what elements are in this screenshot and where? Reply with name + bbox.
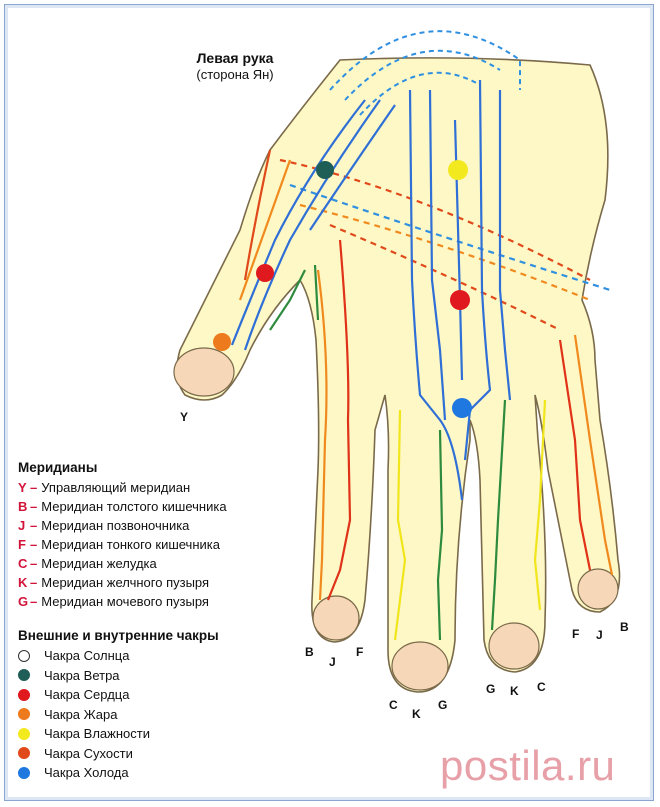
chakra-row: Чакра Ветра bbox=[18, 666, 219, 686]
chakra-swatch bbox=[18, 708, 30, 721]
chakra-heart-dot-palm bbox=[450, 290, 470, 310]
hand-outline bbox=[176, 57, 621, 693]
chakra-legend: Внешние и внутренние чакры Чакра Солнца … bbox=[18, 628, 219, 783]
meridian-code: F bbox=[18, 537, 26, 552]
chakra-name: Чакра Жара bbox=[44, 706, 118, 722]
meridian-row: F–Меридиан тонкого кишечника bbox=[18, 537, 220, 552]
meridian-code: J bbox=[18, 518, 26, 533]
chakra-swatch bbox=[18, 727, 30, 740]
chakra-row: Чакра Жара bbox=[18, 705, 219, 725]
meridian-legend: Меридианы Y–Управляющий меридиан B–Мерид… bbox=[18, 460, 227, 611]
nail-index bbox=[312, 595, 360, 641]
nail-middle bbox=[391, 641, 449, 691]
meridian-code: B bbox=[18, 499, 28, 514]
wrist-arcs bbox=[329, 30, 521, 116]
meridian-code: C bbox=[18, 556, 28, 571]
meridian-lines-warm bbox=[238, 149, 614, 601]
meridian-row: J–Меридиан позвоночника bbox=[18, 518, 190, 533]
chakra-row: Чакра Солнца bbox=[18, 646, 219, 666]
chakra-name: Чакра Влажности bbox=[44, 726, 150, 741]
chakra-name: Чакра Солнца bbox=[44, 648, 130, 663]
chakra-name: Чакра Ветра bbox=[44, 667, 120, 683]
chakra-cold-dot bbox=[452, 398, 472, 418]
finger-label-index-1: B bbox=[305, 645, 314, 659]
finger-label-ring-3: C bbox=[537, 680, 546, 694]
chakra-name: Чакра Сухости bbox=[44, 745, 133, 761]
meridian-row: C–Меридиан желудка bbox=[18, 556, 157, 571]
meridian-legend-heading: Меридианы bbox=[18, 460, 98, 475]
chakra-row: Чакра Влажности bbox=[18, 724, 219, 744]
chakra-row: Чакра Сердца bbox=[18, 685, 219, 705]
meridian-name: Меридиан мочевого пузыря bbox=[41, 594, 209, 609]
finger-label-middle-1: C bbox=[389, 698, 398, 712]
finger-label-index-3: F bbox=[356, 645, 364, 659]
finger-label-little-2: J bbox=[596, 628, 603, 642]
diagram-title: Левая рука (сторона Ян) bbox=[165, 50, 305, 82]
chakra-swatch bbox=[18, 669, 30, 682]
chakra-wind-dot bbox=[316, 161, 334, 179]
nail-little bbox=[577, 568, 619, 610]
meridian-lines-cool bbox=[269, 264, 547, 641]
chakra-name: Чакра Холода bbox=[44, 765, 129, 780]
finger-label-little-3: B bbox=[620, 620, 629, 634]
watermark: postila.ru bbox=[440, 742, 616, 789]
meridian-name: Меридиан позвоночника bbox=[41, 518, 190, 533]
chakra-name: Чакра Сердца bbox=[44, 687, 130, 702]
finger-label-ring-1: G bbox=[486, 682, 496, 696]
chakra-row: Чакра Холода bbox=[18, 763, 219, 783]
meridian-code: G bbox=[18, 594, 29, 609]
chakra-heart-dot-thumb bbox=[256, 264, 274, 282]
meridian-name: Меридиан желчного пузыря bbox=[41, 575, 210, 590]
nail-ring bbox=[488, 622, 540, 670]
meridian-row: B–Меридиан толстого кишечника bbox=[18, 499, 227, 514]
finger-label-little-1: F bbox=[572, 627, 580, 641]
meridian-name: Управляющий меридиан bbox=[41, 480, 191, 495]
meridian-name: Меридиан желудка bbox=[41, 556, 157, 571]
chakra-swatch bbox=[18, 688, 30, 701]
finger-label-middle-3: G bbox=[438, 698, 448, 712]
chakra-heat-dot bbox=[213, 333, 231, 351]
meridian-lines-blue bbox=[230, 79, 512, 501]
finger-label-ring-2: K bbox=[510, 684, 519, 698]
title-line-1: Левая рука bbox=[196, 50, 274, 66]
chakra-swatch bbox=[18, 649, 30, 662]
title-line-2: (сторона Ян) bbox=[196, 67, 274, 82]
chakra-swatch bbox=[18, 747, 30, 760]
chakra-humidity-dot bbox=[448, 160, 468, 180]
nail-thumb bbox=[173, 347, 235, 397]
chakra-legend-heading: Внешние и внутренние чакры bbox=[18, 628, 219, 643]
meridian-code: Y bbox=[18, 480, 27, 495]
finger-label-middle-2: K bbox=[412, 707, 421, 721]
meridian-row: K–Меридиан желчного пузыря bbox=[18, 575, 210, 590]
meridian-name: Меридиан тонкого кишечника bbox=[41, 537, 220, 552]
meridian-row: G–Меридиан мочевого пузыря bbox=[18, 594, 209, 609]
meridian-row: Y–Управляющий меридиан bbox=[18, 480, 191, 495]
meridian-code: K bbox=[18, 575, 28, 590]
chakra-row: Чакра Сухости bbox=[18, 744, 219, 764]
page-frame bbox=[4, 4, 654, 801]
meridian-name: Меридиан толстого кишечника bbox=[41, 499, 227, 514]
finger-label-thumb: Y bbox=[180, 410, 189, 424]
chakra-swatch bbox=[18, 766, 30, 779]
finger-label-index-2: J bbox=[329, 655, 336, 669]
